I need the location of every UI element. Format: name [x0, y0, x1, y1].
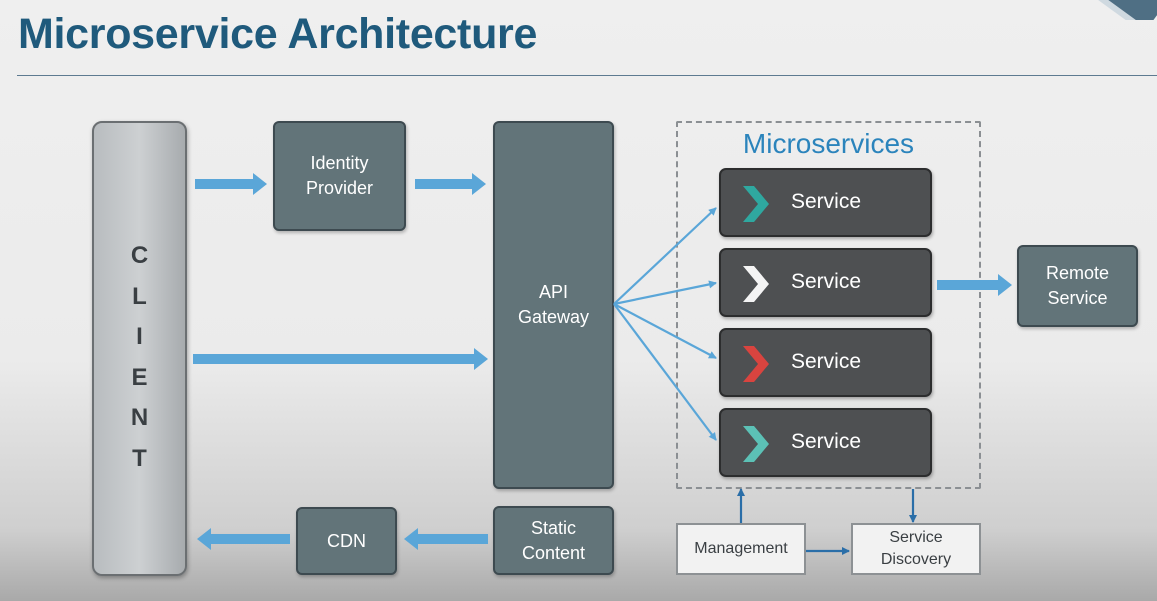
- arrow-cdn-to-client: [197, 528, 290, 550]
- fan-arrows: [613, 207, 717, 441]
- page-title: Microservice Architecture: [18, 10, 538, 58]
- arrow-gateway-to-service-3: [613, 303, 717, 359]
- client-node: C L I E N T: [92, 121, 187, 576]
- client-letter: I: [136, 323, 143, 351]
- microservices-boundary: [676, 121, 981, 489]
- chevron-icon: [743, 266, 769, 302]
- management-arrows: [737, 488, 917, 555]
- service-node: Service: [719, 408, 932, 477]
- arrow-gateway-to-service-4: [613, 303, 717, 441]
- management-node: Management: [676, 523, 806, 575]
- chevron-icon: [743, 186, 769, 222]
- service-label: Service: [791, 430, 862, 453]
- service-discovery-node: Service Discovery: [851, 523, 981, 575]
- chevron-icon: [743, 346, 769, 382]
- arrow-gateway-to-service-1: [613, 207, 717, 305]
- block-arrows: [193, 173, 1012, 550]
- client-letter: L: [132, 282, 147, 310]
- arrow-static-to-cdn: [404, 528, 488, 550]
- arrow-client-to-identity: [195, 173, 267, 195]
- microservices-label: Microservices: [742, 128, 915, 159]
- static-content-node: Static Content: [493, 506, 614, 575]
- service-label: Service: [791, 270, 862, 293]
- client-letter: E: [131, 363, 148, 391]
- service-node: Service: [719, 248, 932, 317]
- service-label: Service: [791, 190, 862, 213]
- chevron-icon: [743, 426, 769, 462]
- arrow-client-to-gateway: [193, 348, 488, 370]
- remote-service-node: Remote Service: [1017, 245, 1138, 327]
- arrow-gateway-to-service-2: [613, 280, 717, 306]
- client-letter: T: [132, 444, 147, 472]
- client-letter: C: [130, 242, 149, 269]
- service-label: Service: [791, 350, 862, 373]
- client-letter: N: [130, 404, 149, 432]
- identity-provider-node: Identity Provider: [273, 121, 406, 231]
- arrow-identity-to-gateway: [415, 173, 486, 195]
- title-divider: [17, 75, 1157, 76]
- cdn-node: CDN: [296, 507, 397, 575]
- arrow-service-to-remote: [937, 274, 1012, 296]
- api-gateway-node: API Gateway: [493, 121, 614, 489]
- service-node: Service: [719, 168, 932, 237]
- service-node: Service: [719, 328, 932, 397]
